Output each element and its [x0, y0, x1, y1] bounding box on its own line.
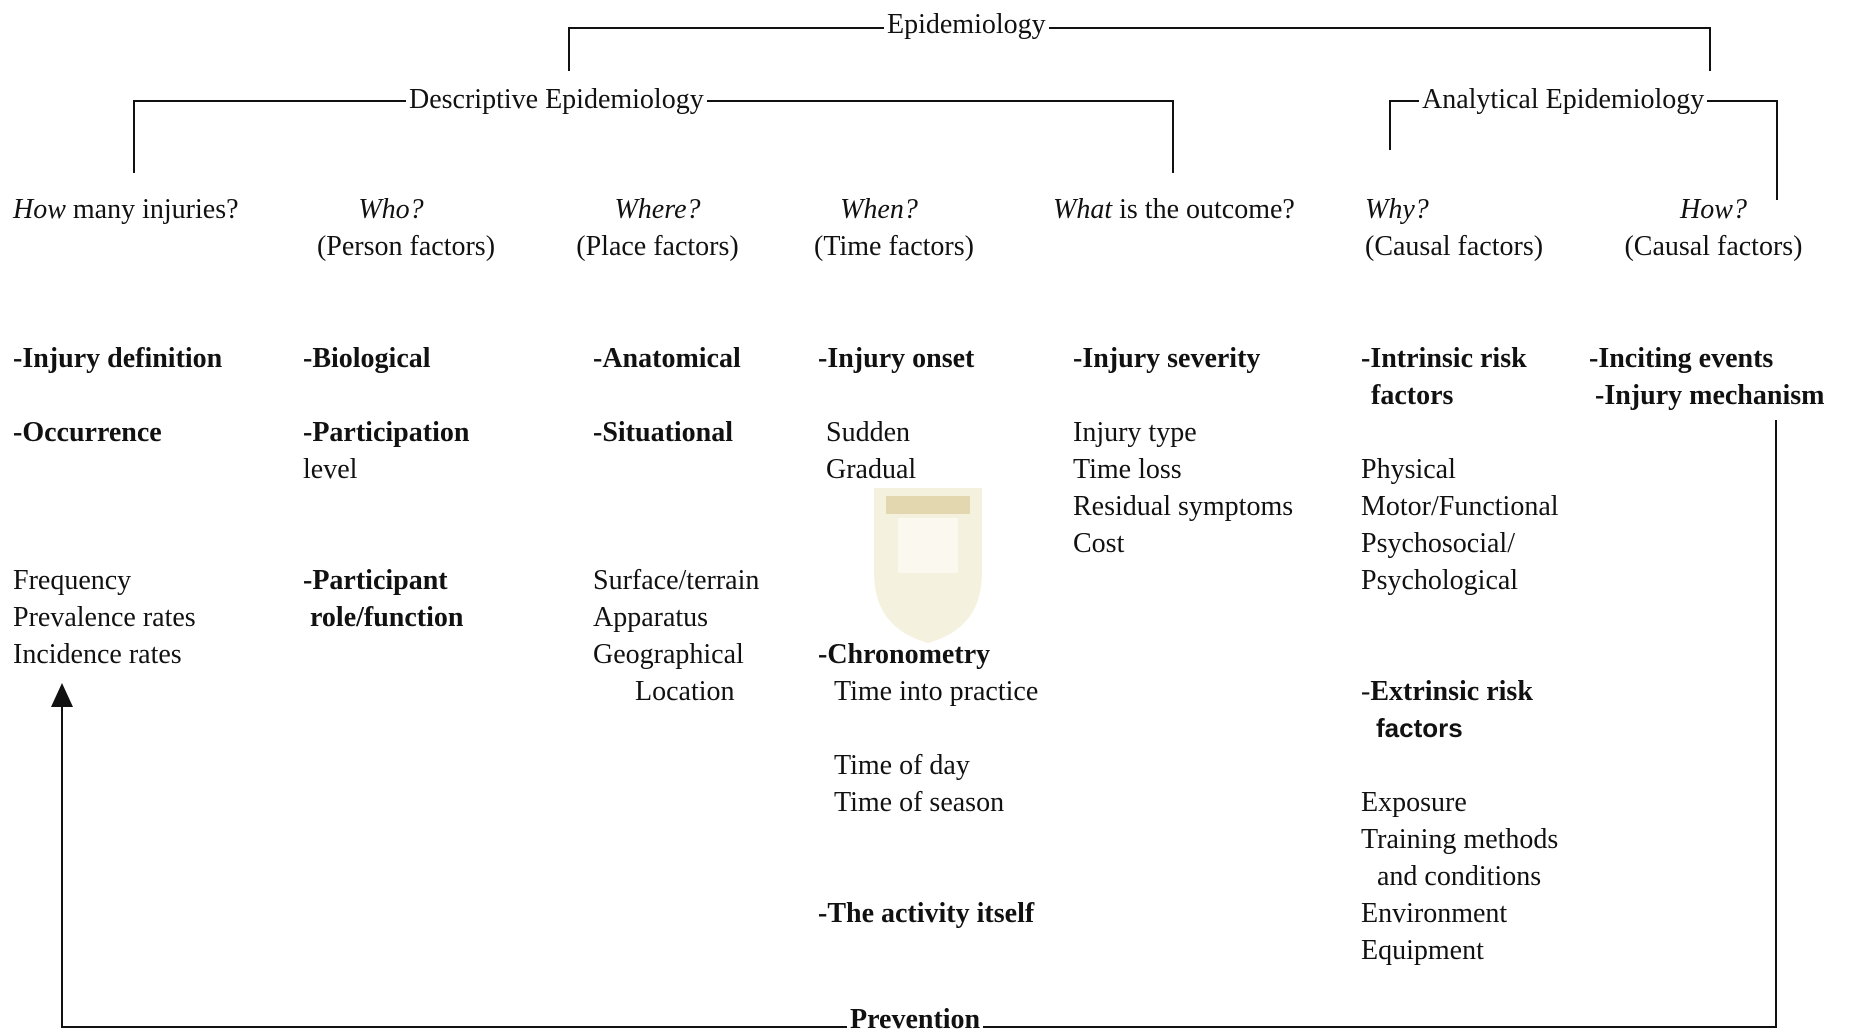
column-who: -Biological -Participation level -Partic…: [303, 340, 469, 636]
question-what: What is the outcome?: [1053, 194, 1295, 225]
extrinsic-item: Exposure: [1361, 787, 1467, 818]
where-item: Surface/terrain: [593, 565, 760, 596]
how-many-item: Prevalence rates: [13, 602, 196, 633]
severity-item: Residual symptoms: [1073, 491, 1294, 522]
injury-mechanism-heading: -Injury mechanism: [1595, 380, 1825, 411]
descriptive-epidemiology-title: Descriptive Epidemiology: [406, 81, 707, 118]
situational-heading: -Situational: [593, 417, 734, 448]
onset-item: Sudden: [826, 417, 910, 448]
participant-heading: -Participant: [303, 565, 448, 596]
severity-item: Time loss: [1073, 454, 1182, 485]
question-how: How? (Causal factors): [1624, 194, 1803, 262]
anatomical-heading: -Anatomical: [593, 343, 741, 374]
where-item: Geographical: [593, 639, 744, 670]
chronometry-heading: -Chronometry: [818, 639, 991, 670]
question-when: When? (Time factors): [814, 194, 974, 262]
intrinsic-risk-heading: -Intrinsic risk: [1361, 343, 1527, 374]
intrinsic-item: Physical: [1361, 454, 1456, 485]
column-when: -Injury onset Sudden Gradual -Chronometr…: [818, 340, 1038, 932]
where-item: Location: [635, 676, 735, 707]
severity-item: Cost: [1073, 528, 1125, 559]
how-many-item: Frequency: [13, 565, 132, 596]
intrinsic-factors-label: factors: [1371, 380, 1454, 411]
how-many-item: Incidence rates: [13, 639, 182, 670]
injury-onset-heading: -Injury onset: [818, 343, 975, 374]
crest-watermark: [874, 488, 982, 643]
extrinsic-factors-label: factors: [1376, 713, 1463, 743]
column-how: -Inciting events -Injury mechanism: [1589, 340, 1824, 414]
injury-definition-heading: -Injury definition: [13, 343, 223, 374]
question-why: Why? (Causal factors): [1365, 194, 1544, 262]
extrinsic-item: Training methods: [1361, 824, 1559, 855]
column-what: -Injury severity Injury type Time loss R…: [1073, 340, 1293, 562]
column-where: -Anatomical -Situational Surface/terrain…: [593, 340, 759, 710]
intrinsic-item: Psychosocial/: [1361, 528, 1515, 559]
chronometry-item: Time into practice: [834, 676, 1039, 707]
inciting-events-heading: -Inciting events: [1589, 343, 1774, 374]
severity-item: Injury type: [1073, 417, 1197, 448]
extrinsic-item: Equipment: [1361, 935, 1484, 966]
prevention-label: Prevention: [847, 1005, 984, 1035]
extrinsic-item: and conditions: [1377, 861, 1542, 892]
activity-itself-heading: -The activity itself: [818, 898, 1035, 929]
onset-item: Gradual: [826, 454, 917, 485]
chronometry-item: Time of season: [834, 787, 1005, 818]
chronometry-item: Time of day: [834, 750, 970, 781]
column-why: -Intrinsic risk factors Physical Motor/F…: [1361, 340, 1559, 969]
participant-role: role/function: [303, 602, 464, 633]
extrinsic-item: Environment: [1361, 898, 1508, 929]
chronometry-item: [818, 710, 1038, 747]
occurrence-heading: -Occurrence: [13, 417, 162, 448]
participation-heading: -Participation: [303, 417, 470, 448]
question-where: Where? (Place factors): [576, 194, 739, 262]
epidemiology-bracket: [568, 27, 1711, 71]
extrinsic-risk-heading: Extrinsic risk: [1370, 676, 1533, 707]
intrinsic-item: Psychological: [1361, 565, 1519, 596]
injury-severity-heading: -Injury severity: [1073, 343, 1261, 374]
question-who: Who? (Person factors): [316, 194, 496, 262]
participation-level: level: [303, 454, 358, 485]
prevention-arrowhead: [51, 683, 73, 707]
intrinsic-item: Motor/Functional: [1361, 491, 1559, 522]
column-how-many: -Injury definition -Occurrence Frequency…: [13, 340, 222, 673]
epidemiology-title: Epidemiology: [884, 6, 1049, 43]
analytical-epidemiology-title: Analytical Epidemiology: [1419, 81, 1708, 118]
biological-heading: -Biological: [303, 343, 431, 374]
where-item: Apparatus: [593, 602, 709, 633]
question-how-many: How many injuries?: [13, 194, 239, 225]
extrinsic-dash: -: [1361, 676, 1371, 707]
